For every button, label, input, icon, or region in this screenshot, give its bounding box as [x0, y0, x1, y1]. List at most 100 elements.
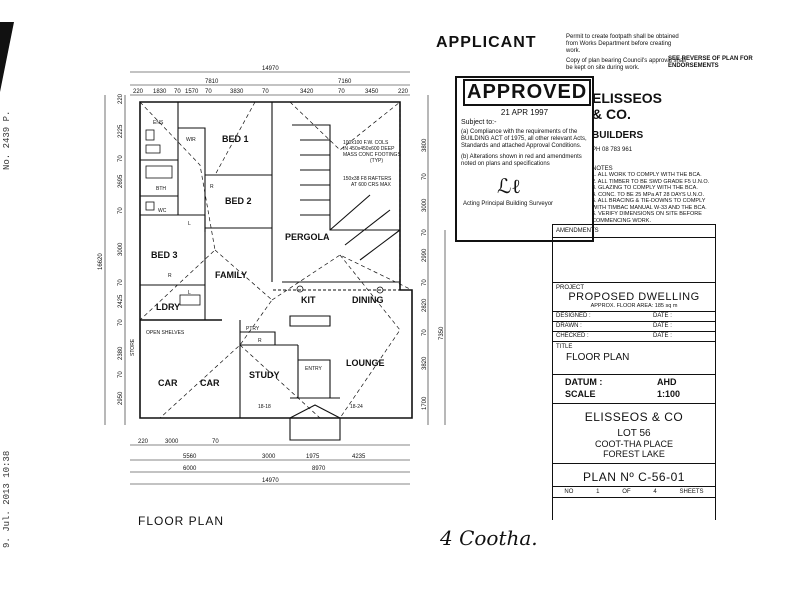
drawn-label: DRAWN : — [556, 323, 582, 329]
dim-left-seg-9: 70 — [118, 319, 124, 326]
bath-tub — [145, 165, 173, 179]
note-rafters-2: AT 600 CRS MAX — [351, 182, 391, 188]
dim-left-seg-7: 70 — [118, 279, 124, 286]
note-1: 1. ALL WORK TO COMPLY WITH THE BCA. — [592, 172, 702, 178]
designed-date-label: DATE : — [653, 313, 672, 319]
roof-hip-7 — [289, 101, 401, 151]
dim-bottom-h: 6000 — [183, 466, 197, 472]
sheet-no-label: NO — [564, 489, 574, 495]
pergola-outline — [272, 101, 401, 291]
company-header: ELISSEOS & CO. BUILDERS PH 08 783 961 — [592, 90, 662, 153]
sheet-total: 4 — [653, 489, 657, 495]
dim-top-seg-4: 1570 — [185, 89, 199, 95]
note-3: 3. GLAZING TO COMPLY WITH THE BCA. — [592, 185, 698, 191]
dim-top-seg-3: 70 — [174, 89, 181, 95]
porch-roof — [289, 404, 341, 419]
project-section: PROJECT PROPOSED DWELLING APPROX. FLOOR … — [553, 283, 715, 312]
stairs — [300, 139, 330, 216]
approved-stamp: APPROVED 21 APR 1997 Subject to:- (a) Co… — [455, 76, 594, 242]
client-name: ELISSEOS & CO — [584, 410, 684, 424]
door-ref-1: 18-18 — [258, 404, 271, 410]
company-phone: PH 08 783 961 — [592, 147, 633, 153]
roof-hip-3 — [239, 344, 321, 419]
pergola-rafters — [329, 194, 401, 261]
datum-label: DATUM : — [565, 377, 603, 387]
designed-row: DESIGNED : DATE : — [553, 312, 715, 322]
dim-bottom-c: 70 — [212, 439, 219, 445]
client-section: ELISSEOS & CO LOT 56 COOT-THA PLACE FORE… — [553, 404, 715, 464]
toilet-wc — [145, 201, 155, 211]
scale-row: SCALE 1:100 — [553, 389, 715, 404]
dim-bottom-d: 5560 — [183, 454, 197, 460]
dim-top-seg-7: 70 — [262, 89, 269, 95]
approved-para-a: (a) Compliance with the requirements of … — [461, 129, 587, 149]
approved-title: APPROVED — [463, 79, 592, 106]
room-ensuite: ENS — [153, 120, 164, 126]
dim-right-seg-6: 70 — [422, 279, 428, 286]
approved-footer: Acting Principal Building Surveyor — [463, 201, 554, 207]
dim-right-seg-7: 2820 — [422, 298, 428, 312]
title-label: TITLE — [556, 344, 573, 350]
laundry-tub — [179, 294, 201, 306]
roof-hip-1 — [139, 101, 216, 321]
dim-left-overall: 16620 — [98, 253, 104, 270]
dim-top-seg-10: 3450 — [365, 89, 379, 95]
sheet-of-label: OF — [622, 489, 631, 495]
dim-left-seg-2: 2225 — [118, 124, 124, 138]
dim-top-left: 7810 — [205, 79, 219, 85]
dim-left-seg-1: 220 — [118, 93, 124, 104]
room-laundry: LDRY — [156, 302, 180, 312]
project-area: APPROX. FLOOR AREA: 185 sq m — [590, 303, 678, 309]
roof-hip-2 — [159, 249, 273, 419]
dim-left-seg-5: 70 — [118, 207, 124, 214]
lot-number: LOT 56 — [617, 428, 651, 439]
dim-bottom-a: 220 — [138, 439, 149, 445]
footpath-notice-line1: Permit to create footpath shall be obtai… — [566, 34, 679, 40]
footpath-notice-line2: from Works Department before creating wo… — [566, 41, 672, 54]
approved-date: 21 APR 1997 — [500, 108, 549, 117]
note-6: 6. VERIFY DIMENSIONS ON SITE BEFORE COMM… — [592, 211, 702, 224]
open-shelves: OPEN SHELVES — [146, 330, 185, 336]
floor-plan-caption: FLOOR PLAN — [138, 514, 225, 528]
room-bed2: BED 2 — [225, 196, 252, 206]
amendments-row: AMENDMENTS — [553, 224, 715, 238]
suburb-name: FOREST LAKE — [603, 449, 665, 459]
dim-left-seg-3: 70 — [118, 155, 124, 162]
robe-2: R — [168, 273, 172, 279]
dim-bottom-f: 1975 — [306, 454, 320, 460]
room-store: STORE — [130, 338, 136, 356]
dim-right-seg-5: 2990 — [422, 248, 428, 262]
wall-wir — [178, 127, 206, 232]
dim-top-seg-2: 1830 — [153, 89, 167, 95]
room-study: STUDY — [249, 370, 280, 380]
wall-kitchen-island — [289, 315, 331, 327]
dim-left-seg-6: 3000 — [118, 242, 124, 256]
dim-top-seg-11: 220 — [398, 89, 409, 95]
dim-right-seg-8: 70 — [422, 329, 428, 336]
dim-top-seg-1: 220 — [133, 89, 144, 95]
dim-overall-bottom: 14970 — [262, 478, 279, 484]
sheet-current: 1 — [596, 489, 600, 495]
dim-right-seg-4: 70 — [422, 229, 428, 236]
dim-overall-top: 14970 — [262, 66, 279, 72]
street-name: COOT-THA PLACE — [594, 439, 674, 449]
designed-label: DESIGNED : — [556, 313, 591, 319]
note-footings-2: IN 450x450x600 DEEP — [343, 146, 395, 152]
dim-right-seg-10: 1700 — [422, 396, 428, 410]
robe-1: R — [210, 184, 214, 190]
dim-left-seg-10: 2380 — [118, 346, 124, 360]
notes-heading: NOTES — [592, 166, 613, 172]
room-car-1: CAR — [158, 378, 178, 388]
robe-3: R — [258, 338, 262, 344]
room-bathroom: BTH — [156, 186, 166, 192]
project-label: PROJECT — [556, 285, 585, 291]
scale-label: SCALE — [565, 389, 596, 399]
vanity-ens — [145, 144, 161, 154]
linen-1: L — [188, 221, 191, 227]
drawn-row: DRAWN : DATE : — [553, 322, 715, 332]
dim-top-seg-6: 3830 — [230, 89, 244, 95]
roof-hip-5 — [339, 254, 401, 419]
drawing-title: FLOOR PLAN — [566, 352, 630, 363]
notes-block: NOTES 1. ALL WORK TO COMPLY WITH THE BCA… — [592, 166, 710, 224]
